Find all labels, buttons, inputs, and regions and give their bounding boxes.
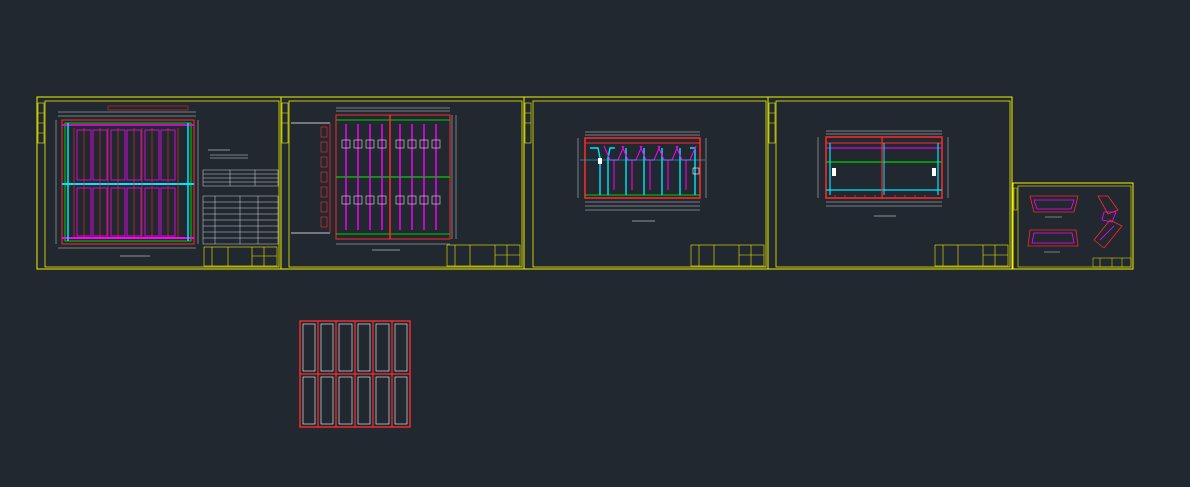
sheet-4-title-block[interactable] [934,244,1009,267]
sheet-5-binding-strip [1013,187,1018,211]
sheet-4-binding-strip [768,102,776,144]
sheet-4-section-b[interactable] [767,96,1013,270]
sheet-3-binding-strip [524,102,532,144]
grid-frame-drawing[interactable] [299,320,411,428]
section-b-drawing[interactable] [817,130,949,217]
pipe-plan-drawing[interactable] [291,107,457,251]
plan-drawing[interactable] [55,105,199,257]
sheet-2-binding-strip [281,102,289,144]
sheet-3-title-block[interactable] [690,244,765,267]
notes-block [208,149,248,159]
sheet-1-title-block[interactable] [203,246,278,267]
sheet-1-plan-view[interactable] [36,96,282,270]
sheet-1-binding-strip [37,102,45,144]
sheet-3-section-a[interactable] [523,96,769,270]
sheet-5-details[interactable] [1012,182,1134,270]
section-a-drawing[interactable] [577,131,707,222]
detail-drawings[interactable] [1027,195,1123,253]
parts-table [202,169,279,245]
sheet-2-title-block[interactable] [446,244,521,267]
sheet-2-pipe-plan[interactable] [280,96,525,270]
sheet-5-title-block[interactable] [1092,257,1132,268]
